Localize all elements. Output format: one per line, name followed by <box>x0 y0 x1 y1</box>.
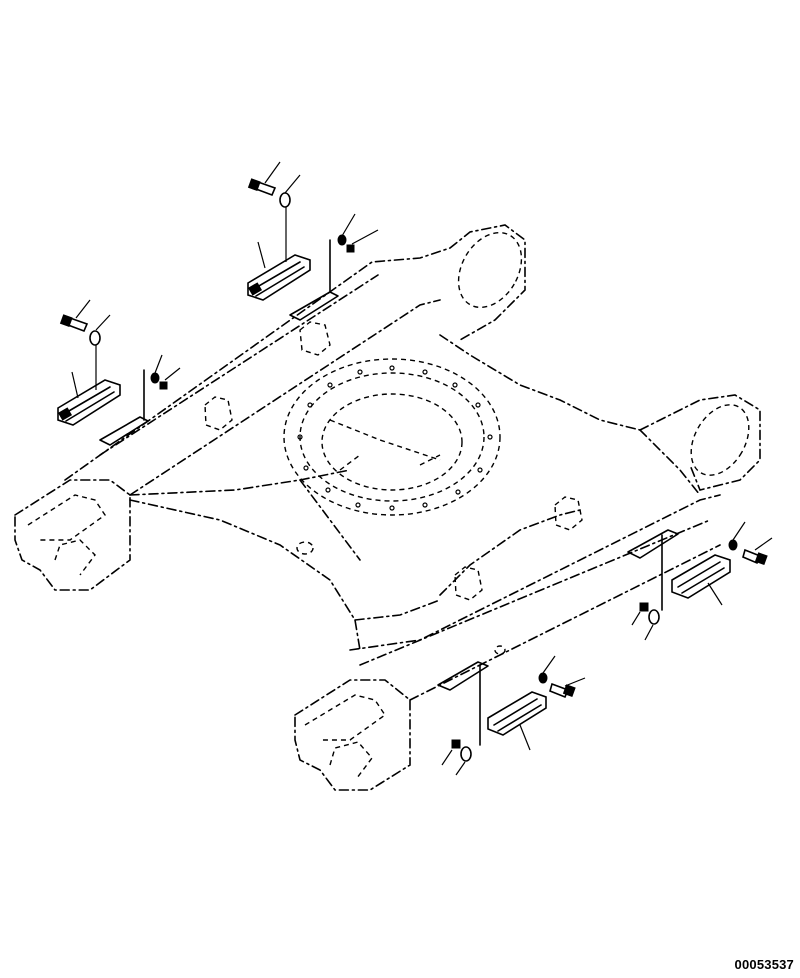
step-assembly-top <box>247 161 379 321</box>
frame-brackets <box>204 321 583 655</box>
track-frame <box>14 224 761 791</box>
step-assembly-left <box>57 299 181 446</box>
step-assembly-right <box>627 521 773 641</box>
step-assembly-bottom <box>437 655 586 776</box>
swing-circle <box>283 358 501 516</box>
drawing-part-number: 00053537 <box>734 957 794 972</box>
